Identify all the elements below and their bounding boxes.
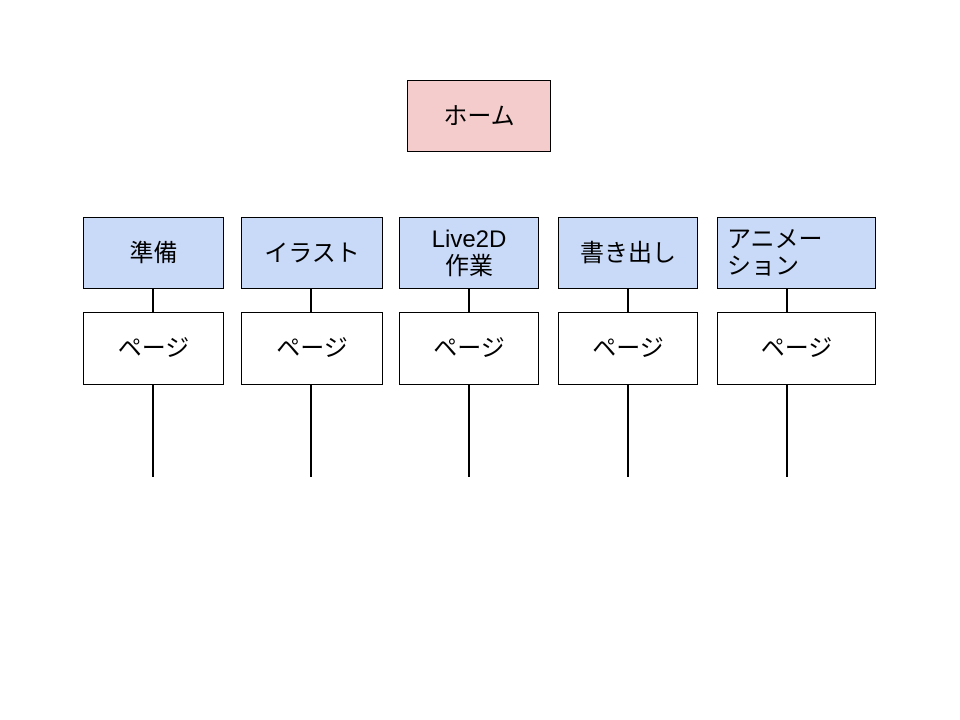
stage-node-label: アニメー ション [727,226,823,280]
page-node: ページ [83,312,224,385]
flow-column: 書き出し ページ [558,217,698,477]
page-node: ページ [399,312,539,385]
page-node-label: ページ [760,335,833,362]
tail-line [468,385,470,477]
connector-line [786,289,788,312]
connector-line [627,289,629,312]
page-node-label: ページ [117,335,190,362]
stage-node-label: 書き出し [580,239,676,267]
connector-line [310,289,312,312]
home-node: ホーム [407,80,551,152]
flow-column: アニメー ション ページ [717,217,876,477]
page-node: ページ [558,312,698,385]
page-node: ページ [717,312,876,385]
stage-node-label: Live2D 作業 [431,226,507,280]
tail-line [627,385,629,477]
stage-node: アニメー ション [717,217,876,289]
flow-column: Live2D 作業 ページ [399,217,539,477]
stage-node: 書き出し [558,217,698,289]
home-node-label: ホーム [443,102,515,130]
page-node: ページ [241,312,383,385]
stage-node-label: 準備 [129,239,178,267]
page-node-label: ページ [433,335,505,362]
flow-column: 準備 ページ [83,217,224,477]
page-node-label: ページ [276,335,348,362]
stage-node: イラスト [241,217,383,289]
connector-line [468,289,470,312]
tail-line [786,385,788,477]
stage-node: 準備 [83,217,224,289]
connector-line [152,289,154,312]
tail-line [152,385,154,477]
flow-column: イラスト ページ [241,217,383,477]
stage-node: Live2D 作業 [399,217,539,289]
page-node-label: ページ [592,335,664,362]
stage-node-label: イラスト [264,239,360,267]
tail-line [310,385,312,477]
